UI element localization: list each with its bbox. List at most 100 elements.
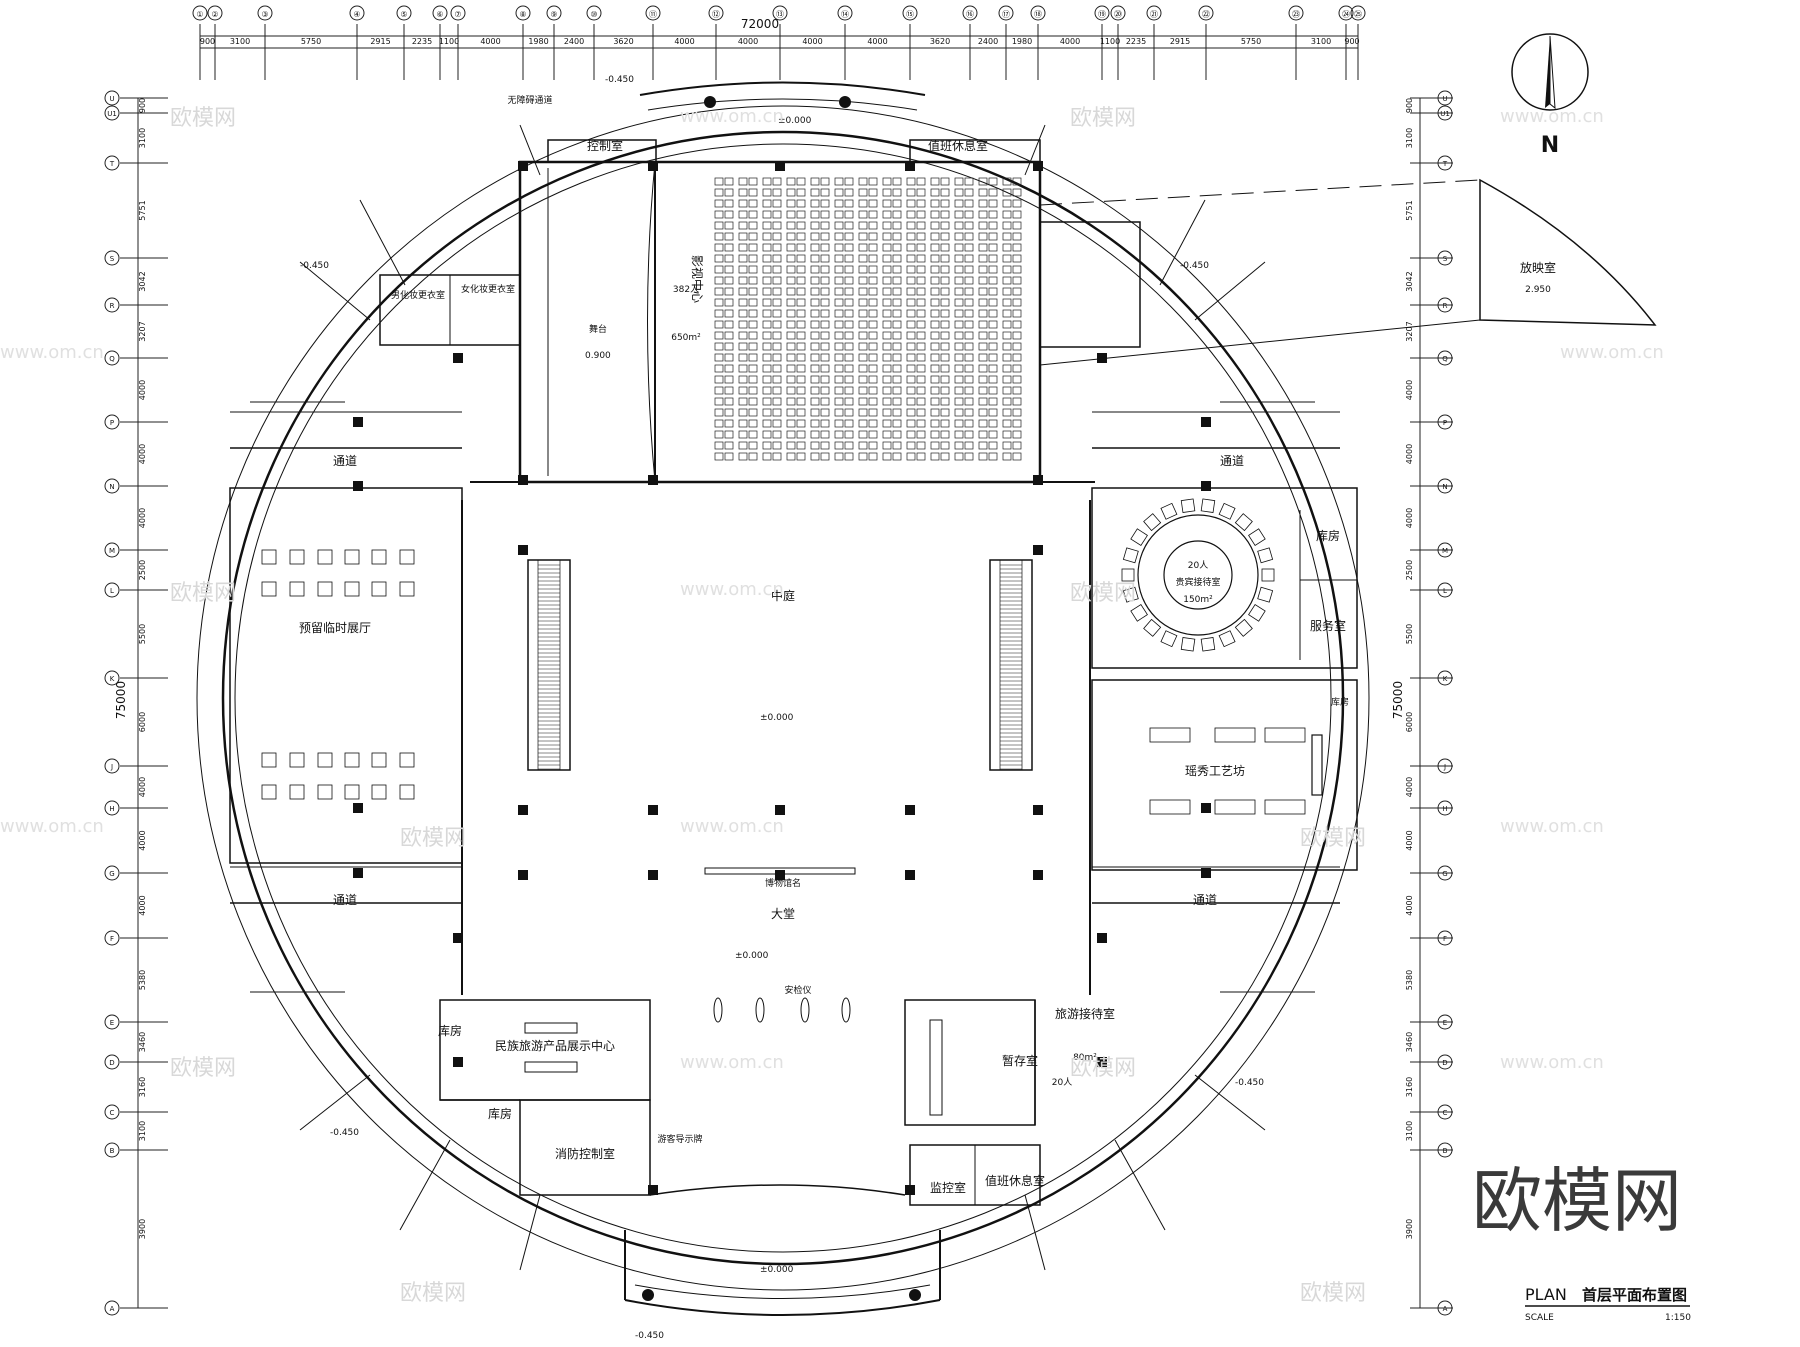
- grid-label-side: N: [1442, 483, 1447, 491]
- grid-dim-side: 2500: [1405, 560, 1414, 580]
- watermark-url: www.om.cn: [680, 106, 784, 127]
- grid-dim-top: 3100: [1311, 37, 1331, 46]
- grid-dim-top: 2915: [370, 37, 390, 46]
- grid-label-side: E: [110, 1019, 114, 1027]
- grid-label-top: ⑰: [1002, 10, 1010, 19]
- grid-dim-top: 2400: [978, 37, 998, 46]
- lobby-fixtures: [524, 867, 943, 1116]
- grid-label-top: ㉑: [1150, 10, 1158, 19]
- tour-area: 80m²: [1073, 1053, 1097, 1063]
- grid-label-side: M: [109, 547, 115, 555]
- watermark-large: 欧模网: [1472, 1160, 1682, 1242]
- grid-label-top: ⑥: [436, 10, 443, 19]
- grid-label-side: C: [110, 1109, 115, 1117]
- grid-label-side: D: [109, 1059, 114, 1067]
- room-female-dressing: 女化妆更衣室: [461, 283, 515, 295]
- room-stage: 舞台: [589, 323, 607, 335]
- grid-label-top: ⑲: [1098, 10, 1106, 19]
- grid-dim-side: 4000: [138, 830, 147, 850]
- grid-label-side: T: [1442, 160, 1448, 168]
- room-temp-hall: 预留临时展厅: [299, 621, 371, 635]
- grid-label-top: ⑪: [649, 10, 657, 19]
- grid-dim-top: 4000: [674, 37, 694, 46]
- room-labels: 控制室 值班休息室 影视中心 382人 650m² 舞台 女化妆更衣室 男化妆更…: [299, 94, 1556, 1195]
- grid-dim-side: 3207: [138, 321, 147, 341]
- grid-dim-side: 3100: [1405, 1121, 1414, 1141]
- level-marks: ±0.000 ±0.000 ±0.000 ±0.000 -0.450 -0.45…: [300, 75, 1264, 1341]
- watermark-text: 欧模网: [1070, 1056, 1136, 1081]
- grid-label-side: D: [1442, 1059, 1447, 1067]
- grid-dim-side: 5380: [1405, 970, 1414, 990]
- grid-label-side: A: [1443, 1305, 1448, 1313]
- level-outer-se: -0.450: [1235, 1078, 1264, 1088]
- north-label: N: [1541, 133, 1559, 158]
- grid-label-side: U: [1442, 95, 1447, 103]
- grid-label-side: Q: [109, 355, 115, 363]
- grid-dim-side: 5500: [1405, 624, 1414, 644]
- watermark-url: www.om.cn: [1560, 342, 1664, 363]
- room-control: 控制室: [587, 138, 623, 153]
- level-atrium: ±0.000: [760, 713, 794, 723]
- grid-label-top: ⑬: [776, 10, 784, 19]
- grid-dim-side: 5751: [138, 200, 147, 220]
- grid-dim-side: 3100: [1405, 128, 1414, 148]
- grid-label-top: ㉒: [1202, 10, 1210, 19]
- grid-dim-side: 4000: [138, 895, 147, 915]
- grid-dim-side: 3460: [1405, 1032, 1414, 1052]
- watermark-text: 欧模网: [1070, 581, 1136, 606]
- grid-dim-side: 6000: [138, 712, 147, 732]
- grid-dim-side: 2500: [138, 560, 147, 580]
- grid-dim-top: 2235: [1126, 37, 1146, 46]
- grid-label-side: B: [1443, 1147, 1448, 1155]
- room-storage-sw: 库房: [438, 1023, 462, 1038]
- room-monitor: 监控室: [930, 1180, 966, 1195]
- grid-label-side: P: [1443, 419, 1447, 427]
- vip-area: 150m²: [1183, 595, 1213, 605]
- room-duty-rest-bottom: 值班休息室: [985, 1173, 1045, 1188]
- title-scale: 1:150: [1665, 1313, 1691, 1323]
- room-storage-sw2: 库房: [488, 1106, 512, 1121]
- grid-label-side: P: [110, 419, 114, 427]
- grid-dim-side: 4000: [1405, 380, 1414, 400]
- title-block: PLAN 首层平面布置图 SCALE 1:150: [1525, 1285, 1691, 1323]
- grid-dim-side: 4000: [1405, 830, 1414, 850]
- grid-dim-side: 3100: [138, 1121, 147, 1141]
- watermark-text: 欧模网: [1300, 1281, 1366, 1306]
- grid-label-top: ④: [353, 10, 360, 19]
- level-lobby: ±0.000: [735, 951, 769, 961]
- grid-label-top: ⑱: [1034, 10, 1042, 19]
- room-storage-e2: 库房: [1331, 696, 1349, 708]
- level-outer-south: -0.450: [635, 1331, 664, 1341]
- grid-label-side: M: [1442, 547, 1448, 555]
- room-passage-se: 通道: [1193, 893, 1217, 907]
- watermark-url: www.om.cn: [1500, 1052, 1604, 1073]
- grid-label-side: F: [1443, 935, 1447, 943]
- grid-dim-side: 4000: [1405, 508, 1414, 528]
- grid-dim-side: 4000: [138, 508, 147, 528]
- grid-label-side: S: [110, 255, 115, 263]
- grid-dim-side: 4000: [1405, 895, 1414, 915]
- grid-label-top: ②: [211, 10, 218, 19]
- grid-dim-side: 4000: [138, 777, 147, 797]
- exhibit-cases: [261, 549, 415, 800]
- structural-columns: [353, 96, 1211, 1301]
- barrier-free-passage: 无障碍通道: [507, 94, 552, 106]
- grid-dim-top: 4000: [1060, 37, 1080, 46]
- level-outer-ne: -0.450: [1180, 261, 1209, 271]
- grid-label-side: B: [110, 1147, 115, 1155]
- projection-level: 2.950: [1525, 285, 1551, 295]
- grid-label-side: N: [109, 483, 114, 491]
- watermark-text: 欧模网: [1070, 106, 1136, 131]
- grid-label-top: ⑮: [906, 10, 914, 19]
- room-passage-ne: 通道: [1220, 454, 1244, 468]
- grid-dim-side: 4000: [1405, 444, 1414, 464]
- grid-label-top: ⑧: [519, 10, 526, 19]
- top-overall-dimension: 72000: [741, 17, 779, 31]
- level-stage: 0.900: [585, 351, 611, 361]
- grid-dim-top: 1980: [1012, 37, 1032, 46]
- grid-dim-top: 1100: [439, 37, 459, 46]
- room-storage-e1: 库房: [1316, 528, 1340, 543]
- grid-dim-side: 3460: [138, 1032, 147, 1052]
- grid-dim-top: 5750: [1241, 37, 1261, 46]
